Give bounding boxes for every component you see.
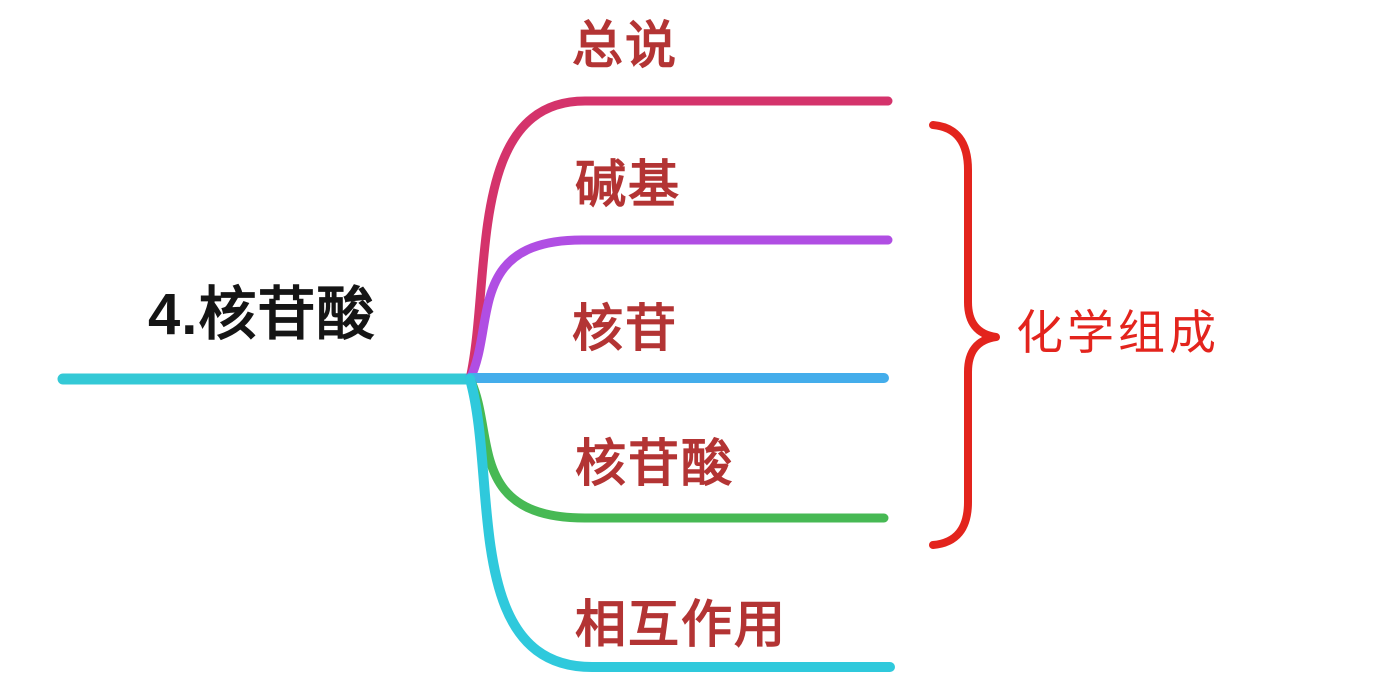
branch-topic-hegansuan[interactable]: 核苷酸 [575,435,735,492]
branch-topic-zongshuo[interactable]: 总说 [572,17,679,74]
branch-topic-jianji[interactable]: 碱基 [575,156,682,213]
root-topic[interactable]: 4.核苷酸 [148,282,376,347]
branch-topic-hegan[interactable]: 核苷 [572,300,679,357]
group-brace [929,121,1000,549]
branch-topic-xianghuzuoyong[interactable]: 相互作用 [575,596,788,653]
brace-annotation-huaxuezucheng[interactable]: 化学组成 [1016,306,1220,359]
branch-line-jianji [465,235,893,384]
branch-line-zongshuo [465,96,893,384]
branch-line-xianghuzuoyong [465,374,895,672]
